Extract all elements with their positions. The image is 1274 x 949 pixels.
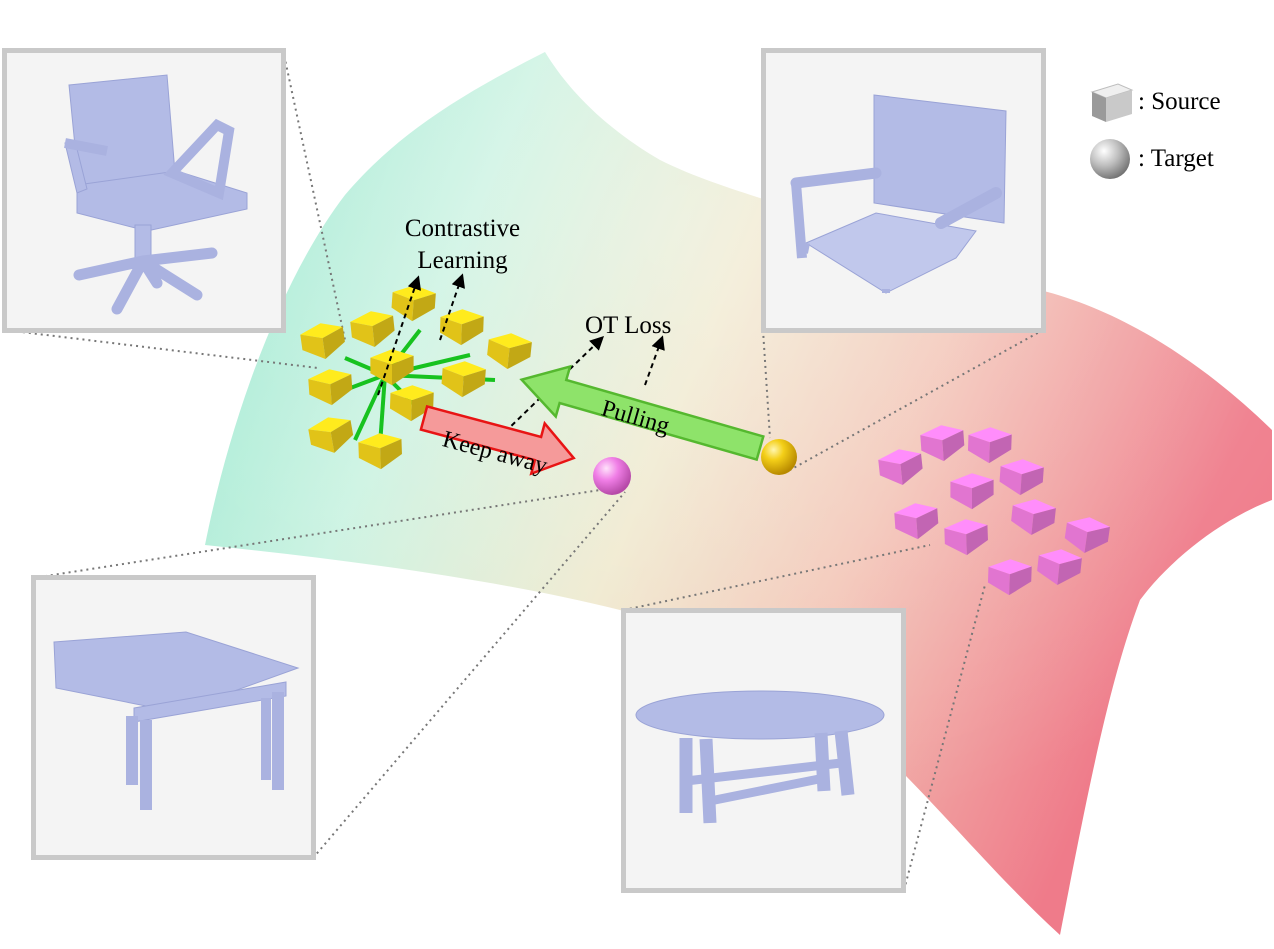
target-cube-10	[987, 559, 1032, 596]
source-cube-6	[308, 369, 353, 406]
source-cube-4	[439, 309, 484, 346]
target-cube-3	[967, 427, 1012, 464]
target-cube-4	[999, 459, 1044, 496]
source-cube-7	[370, 349, 414, 386]
contrastive-label-line1: Contrastive	[404, 215, 521, 242]
cube-icon	[1090, 83, 1134, 122]
source-cube-10	[308, 417, 354, 453]
pulling-arrow	[519, 364, 765, 462]
target-cube-1	[878, 449, 923, 486]
source-cube-5	[487, 333, 532, 370]
panel-office-chair	[2, 48, 286, 333]
legend-target-label: : Target	[1138, 145, 1214, 172]
keep-away-arrow	[419, 404, 576, 476]
contrastive-dash-arrow-2	[439, 273, 465, 341]
target-sphere-pink	[593, 457, 631, 495]
sphere-icon	[1090, 139, 1130, 179]
source-cluster-yellow	[300, 285, 532, 470]
contrastive-label: Contrastive Learning	[400, 213, 525, 277]
legend-target: : Target	[1088, 137, 1214, 181]
source-cube-9	[389, 385, 434, 422]
contrastive-dash-arrow-1	[377, 275, 422, 396]
panel-table	[621, 608, 906, 893]
target-cube-7	[944, 519, 988, 556]
legend-source-label: : Source	[1138, 88, 1221, 115]
target-cube-9	[1064, 517, 1110, 553]
source-cube-3	[391, 285, 436, 322]
target-cluster-pink	[878, 425, 1110, 596]
source-cube-11	[358, 433, 402, 470]
target-cube-6	[894, 503, 939, 540]
panel-desk	[31, 575, 316, 860]
source-cube-2	[350, 311, 395, 348]
table-pointcloud	[635, 690, 885, 824]
source-cube-1	[300, 323, 345, 359]
legend-source: : Source	[1088, 80, 1221, 124]
desk-pointcloud	[53, 631, 300, 810]
source-cube-8	[441, 361, 486, 398]
target-sphere-yellow	[761, 439, 797, 475]
target-cube-5	[950, 473, 994, 510]
armchair-pointcloud	[790, 94, 1007, 294]
panel-connectors	[4, 49, 1044, 891]
panel-armchair	[761, 48, 1046, 333]
ot-loss-label: OT Loss	[585, 312, 672, 339]
office-chair-pointcloud	[64, 74, 248, 315]
target-cube-8	[1011, 499, 1056, 536]
target-cube-11	[1037, 549, 1082, 586]
target-cube-2	[920, 425, 965, 462]
contrastive-label-line2: Learning	[417, 247, 508, 274]
